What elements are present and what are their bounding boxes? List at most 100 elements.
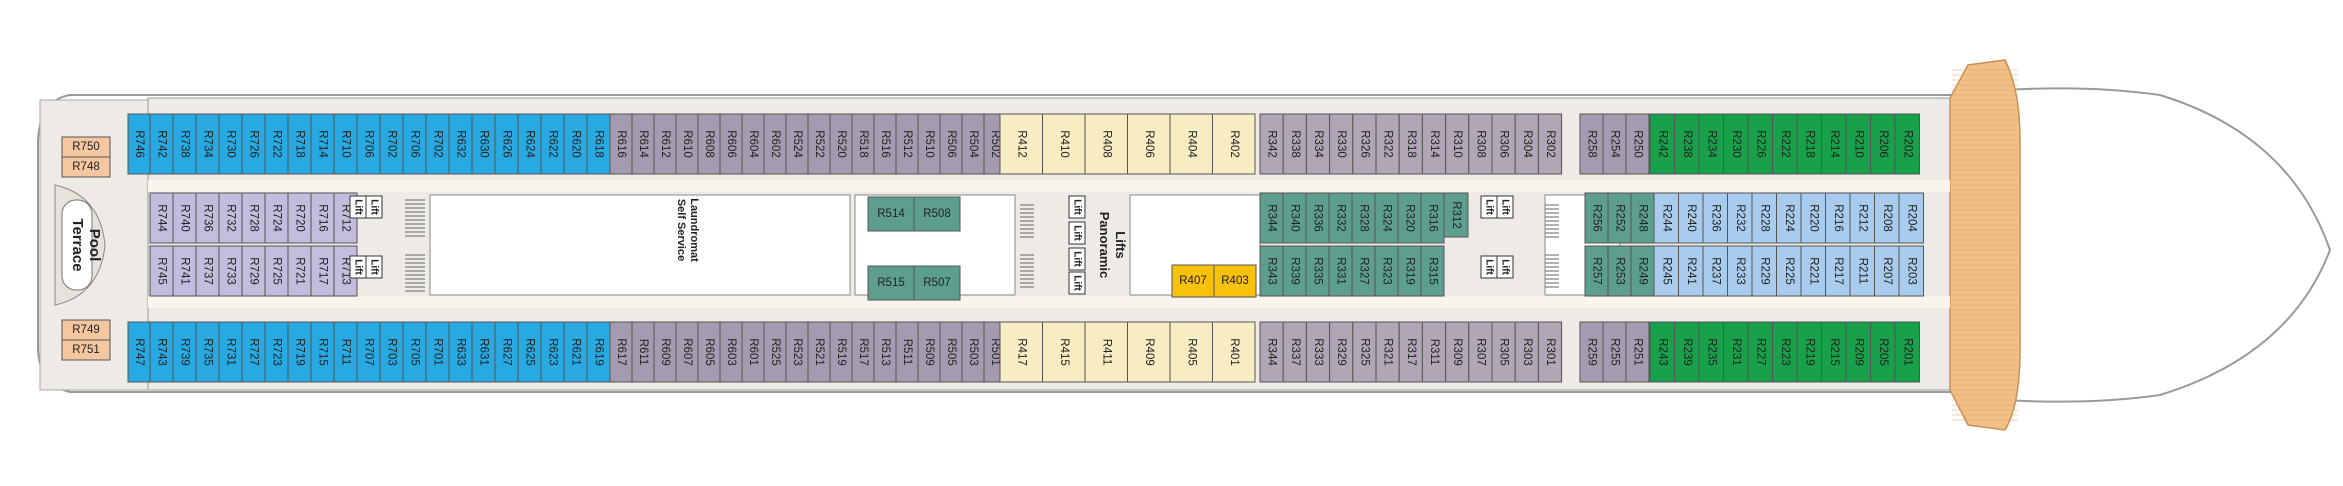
cabin-r401[interactable]: R401	[1212, 321, 1256, 383]
cabin-r228[interactable]: R228	[1751, 192, 1777, 244]
cabin-r256[interactable]: R256	[1584, 192, 1609, 244]
cabin-r220[interactable]: R220	[1800, 192, 1826, 244]
cabin-r722[interactable]: R722	[264, 113, 289, 175]
cabin-r608[interactable]: R608	[697, 113, 721, 175]
cabin-r711[interactable]: R711	[333, 321, 358, 383]
cabin-r405[interactable]: R405	[1169, 321, 1213, 383]
cabin-r719[interactable]: R719	[287, 321, 312, 383]
cabin-r740[interactable]: R740	[172, 192, 197, 244]
cabin-r314[interactable]: R314	[1421, 113, 1447, 175]
cabin-r239[interactable]: R239	[1674, 321, 1700, 383]
cabin-r729[interactable]: R729	[241, 245, 266, 297]
cabin-r251[interactable]: R251	[1625, 321, 1650, 383]
cabin-r744[interactable]: R744	[149, 192, 174, 244]
cabin-r520[interactable]: R520	[829, 113, 853, 175]
cabin-r325[interactable]: R325	[1352, 321, 1377, 383]
cabin-r311[interactable]: R311	[1421, 321, 1447, 383]
cabin-r306[interactable]: R306	[1491, 113, 1516, 175]
cabin-r735[interactable]: R735	[195, 321, 220, 383]
cabin-r230[interactable]: R230	[1723, 113, 1749, 175]
cabin-r614[interactable]: R614	[631, 113, 655, 175]
cabin-r723[interactable]: R723	[264, 321, 289, 383]
cabin-r217[interactable]: R217	[1825, 245, 1851, 297]
cabin-r602[interactable]: R602	[763, 113, 787, 175]
cabin-r515[interactable]: R515	[867, 265, 915, 301]
cabin-r415[interactable]: R415	[1042, 321, 1086, 383]
cabin-r242[interactable]: R242	[1649, 113, 1675, 175]
cabin-r604[interactable]: R604	[741, 113, 765, 175]
cabin-r522[interactable]: R522	[807, 113, 831, 175]
cabin-r334[interactable]: R334	[1305, 113, 1331, 175]
cabin-r742[interactable]: R742	[149, 113, 174, 175]
cabin-r323[interactable]: R323	[1374, 245, 1399, 297]
cabin-r218[interactable]: R218	[1796, 113, 1822, 175]
cabin-r259[interactable]: R259	[1579, 321, 1604, 383]
cabin-r301[interactable]: R301	[1537, 321, 1563, 383]
cabin-r223[interactable]: R223	[1772, 321, 1798, 383]
cabin-r206[interactable]: R206	[1870, 113, 1896, 175]
cabin-r340[interactable]: R340	[1282, 192, 1307, 244]
cabin-r738[interactable]: R738	[172, 113, 197, 175]
cabin-r258[interactable]: R258	[1579, 113, 1604, 175]
cabin-r746[interactable]: R746	[127, 113, 151, 175]
cabin-r620[interactable]: R620	[563, 113, 588, 175]
cabin-r509[interactable]: R509	[917, 321, 941, 383]
cabin-r610[interactable]: R610	[675, 113, 699, 175]
cabin-r305[interactable]: R305	[1491, 321, 1516, 383]
cabin-r737[interactable]: R737	[195, 245, 220, 297]
cabin-r601[interactable]: R601	[741, 321, 765, 383]
cabin-r319[interactable]: R319	[1397, 245, 1422, 297]
cabin-r322[interactable]: R322	[1375, 113, 1400, 175]
cabin-r307[interactable]: R307	[1468, 321, 1493, 383]
cabin-r733[interactable]: R733	[218, 245, 243, 297]
cabin-r308[interactable]: R308	[1468, 113, 1493, 175]
cabin-r229[interactable]: R229	[1751, 245, 1777, 297]
cabin-r243[interactable]: R243	[1649, 321, 1675, 383]
cabin-r406[interactable]: R406	[1127, 113, 1171, 175]
cabin-r609[interactable]: R609	[653, 321, 677, 383]
cabin-r745[interactable]: R745	[149, 245, 174, 297]
cabin-r333[interactable]: R333	[1305, 321, 1331, 383]
cabin-r336[interactable]: R336	[1305, 192, 1330, 244]
cabin-r215[interactable]: R215	[1821, 321, 1847, 383]
cabin-r512[interactable]: R512	[895, 113, 919, 175]
cabin-r403[interactable]: R403	[1213, 264, 1257, 298]
cabin-r702[interactable]: R702	[425, 113, 450, 175]
cabin-r329[interactable]: R329	[1329, 321, 1354, 383]
cabin-r231[interactable]: R231	[1723, 321, 1749, 383]
cabin-r506[interactable]: R506	[939, 113, 963, 175]
cabin-r714[interactable]: R714	[310, 113, 335, 175]
cabin-r250[interactable]: R250	[1625, 113, 1650, 175]
cabin-r716[interactable]: R716	[310, 192, 335, 244]
cabin-r207[interactable]: R207	[1874, 245, 1900, 297]
cabin-r249[interactable]: R249	[1630, 245, 1655, 297]
cabin-r222[interactable]: R222	[1772, 113, 1798, 175]
cabin-r309[interactable]: R309	[1445, 321, 1470, 383]
cabin-r318[interactable]: R318	[1398, 113, 1423, 175]
cabin-r724[interactable]: R724	[264, 192, 289, 244]
cabin-r316[interactable]: R316	[1420, 192, 1445, 244]
cabin-r315[interactable]: R315	[1420, 245, 1445, 297]
cabin-r321[interactable]: R321	[1375, 321, 1400, 383]
cabin-r715[interactable]: R715	[310, 321, 335, 383]
cabin-r633[interactable]: R633	[448, 321, 473, 383]
cabin-r344[interactable]: R344	[1259, 192, 1284, 244]
cabin-r254[interactable]: R254	[1602, 113, 1627, 175]
cabin-r224[interactable]: R224	[1776, 192, 1802, 244]
cabin-r617[interactable]: R617	[609, 321, 633, 383]
cabin-r408[interactable]: R408	[1084, 113, 1128, 175]
cabin-r732[interactable]: R732	[218, 192, 243, 244]
cabin-r525[interactable]: R525	[763, 321, 787, 383]
cabin-r219[interactable]: R219	[1796, 321, 1822, 383]
cabin-r201[interactable]: R201	[1894, 321, 1920, 383]
cabin-r257[interactable]: R257	[1584, 245, 1609, 297]
cabin-r507[interactable]: R507	[913, 265, 961, 301]
cabin-r320[interactable]: R320	[1397, 192, 1422, 244]
cabin-r328[interactable]: R328	[1351, 192, 1376, 244]
cabin-r211[interactable]: R211	[1849, 245, 1875, 297]
cabin-r302[interactable]: R302	[1537, 113, 1563, 175]
cabin-r324[interactable]: R324	[1374, 192, 1399, 244]
cabin-r603[interactable]: R603	[719, 321, 743, 383]
cabin-r241[interactable]: R241	[1678, 245, 1704, 297]
cabin-r743[interactable]: R743	[149, 321, 174, 383]
